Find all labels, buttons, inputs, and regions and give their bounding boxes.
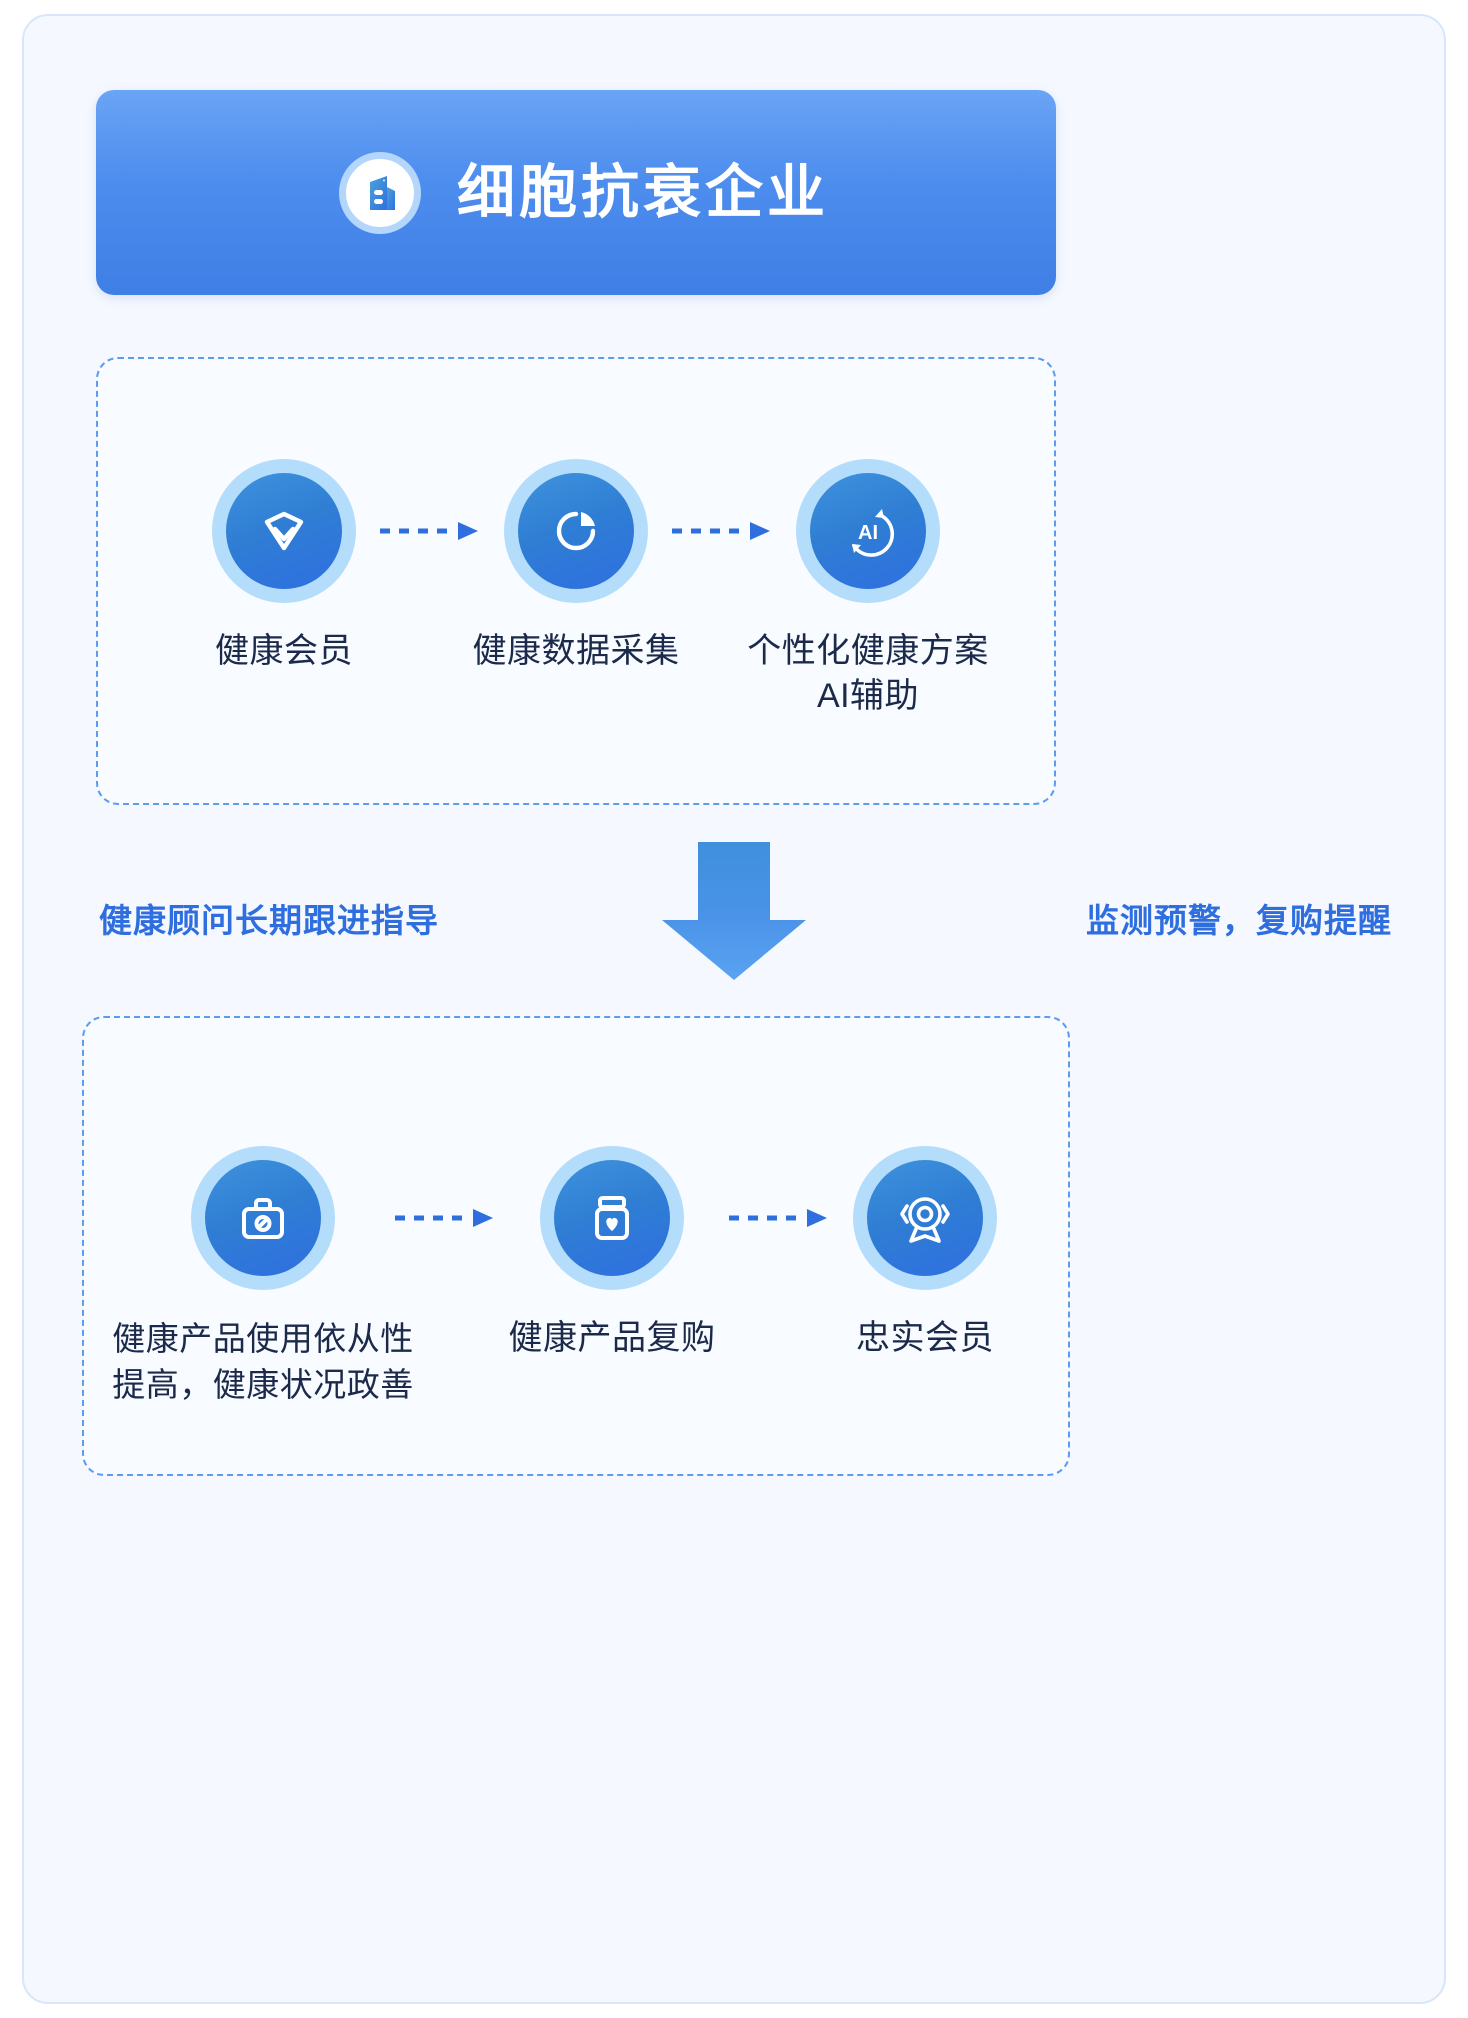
top-flow-row: 健康会员 健康数据采集 xyxy=(98,459,1054,719)
award-medal-icon xyxy=(867,1160,983,1276)
node-circle xyxy=(212,459,356,603)
pie-chart-icon xyxy=(518,473,634,589)
down-arrow-icon xyxy=(654,842,814,982)
flow-node-label: 忠实会员 xyxy=(856,1319,994,1357)
top-stage-panel: 健康会员 健康数据采集 xyxy=(96,357,1056,805)
flow-node-repurchase[interactable]: 健康产品复购 xyxy=(462,1146,762,1361)
flow-node-ai-plan[interactable]: AI 个性化健康方案 AI辅助 xyxy=(739,459,997,719)
ai-circle-icon: AI xyxy=(810,473,926,589)
header-banner: 细胞抗衰企业 xyxy=(96,90,1056,295)
bottom-flow-row: 健康产品使用依从性 提高，健康状况政善 xyxy=(84,1146,1068,1407)
flow-node-loyal-member[interactable]: 忠实会员 xyxy=(796,1146,1054,1361)
node-circle xyxy=(191,1146,335,1290)
node-circle xyxy=(540,1146,684,1290)
company-building-icon xyxy=(338,151,421,234)
node-circle: AI xyxy=(796,459,940,603)
dashed-arrow-right-icon xyxy=(377,459,483,603)
bottom-stage-panel: 健康产品使用依从性 提高，健康状况政善 xyxy=(82,1016,1070,1476)
infographic-canvas: 细胞抗衰企业 健康会员 xyxy=(22,14,1446,2004)
svg-text:AI: AI xyxy=(858,522,878,544)
page-title: 细胞抗衰企业 xyxy=(456,159,829,225)
dashed-arrow-right-icon xyxy=(669,459,775,603)
flow-node-data-collection[interactable]: 健康数据采集 xyxy=(447,459,705,674)
flow-node-label: 健康产品复购 xyxy=(508,1319,716,1357)
flow-node-product-adherence[interactable]: 健康产品使用依从性 提高，健康状况政善 xyxy=(98,1146,428,1407)
flow-node-label: 健康数据采集 xyxy=(472,632,680,670)
advisor-followup-label: 健康顾问长期跟进指导 xyxy=(99,902,439,939)
diamond-gem-icon xyxy=(226,473,342,589)
medicine-case-icon xyxy=(205,1160,321,1276)
supplement-bottle-icon xyxy=(554,1160,670,1276)
flow-node-health-member[interactable]: 健康会员 xyxy=(155,459,413,674)
dashed-arrow-right-icon xyxy=(392,1146,498,1290)
flow-node-label: 个性化健康方案 AI辅助 xyxy=(747,632,989,715)
node-circle xyxy=(504,459,648,603)
monitoring-reminder-label: 监测预警，复购提醒 xyxy=(1086,902,1392,939)
dashed-arrow-right-icon xyxy=(726,1146,832,1290)
transition-band: 健康顾问长期跟进指导 监测预警，复购提醒 xyxy=(24,838,1444,1008)
header-content: 细胞抗衰企业 xyxy=(338,151,829,234)
flow-node-label: 健康产品使用依从性 提高，健康状况政善 xyxy=(112,1320,414,1403)
flow-node-label: 健康会员 xyxy=(215,632,353,670)
node-circle xyxy=(853,1146,997,1290)
